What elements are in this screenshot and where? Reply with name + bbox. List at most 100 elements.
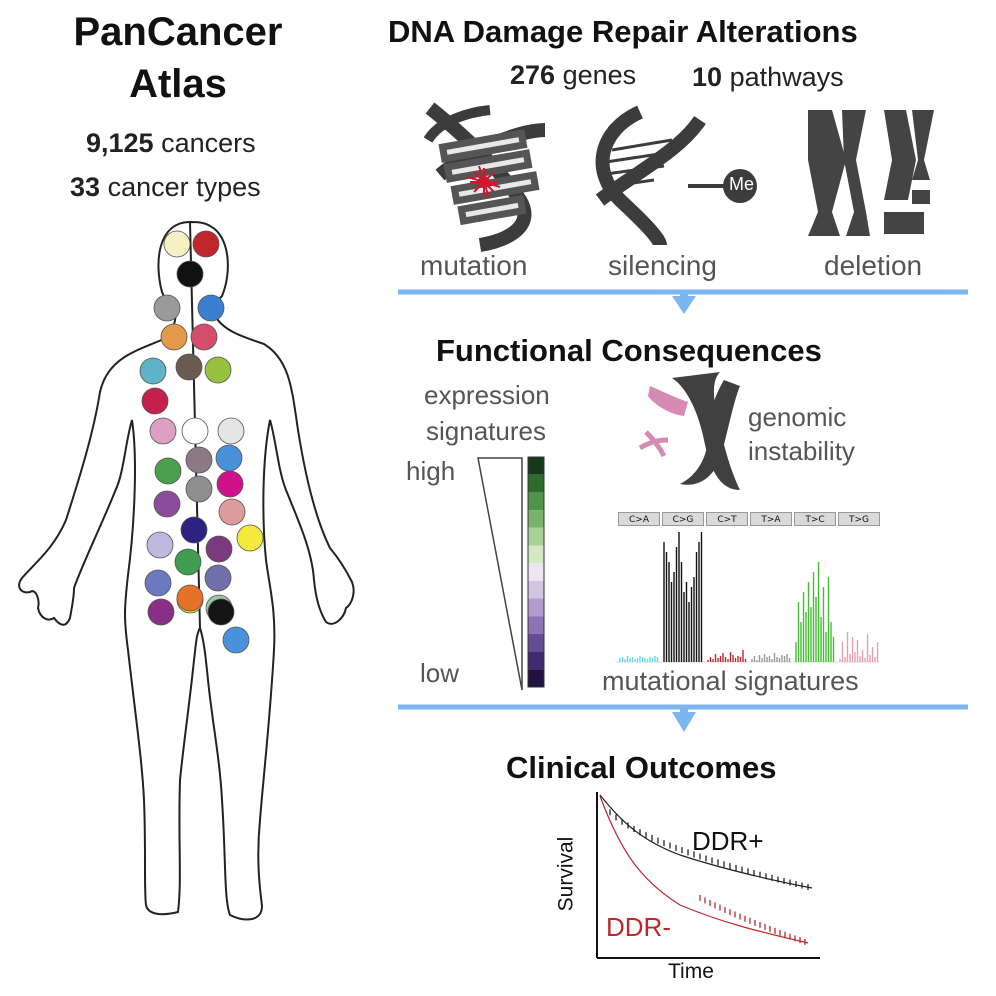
cancers-stat: 9,125 cancers bbox=[86, 128, 256, 159]
left-title-line1: PanCancer bbox=[73, 10, 283, 54]
cancer-type-dot bbox=[218, 498, 246, 526]
heatmap-cell bbox=[528, 492, 544, 511]
silencing-label: silencing bbox=[608, 250, 717, 281]
ddr-pos-label: DDR+ bbox=[692, 826, 764, 856]
cancer-type-dot bbox=[176, 260, 204, 288]
heatmap-cell bbox=[528, 669, 544, 687]
substitution-tag-ta: T>A bbox=[750, 512, 792, 526]
methyl-circle bbox=[723, 169, 757, 203]
genomic-label-line1: genomic bbox=[748, 402, 847, 432]
cancer-type-dot bbox=[197, 294, 225, 322]
down-arrow-icon bbox=[672, 712, 696, 732]
cancer-type-dot bbox=[153, 294, 181, 322]
cancer-type-dots bbox=[139, 230, 264, 654]
cancer-type-dot bbox=[160, 323, 188, 351]
heatmap-cell bbox=[528, 633, 544, 652]
deletion-label: deletion bbox=[824, 250, 923, 281]
cancer-type-dot bbox=[174, 548, 202, 576]
mutation-label: mutation bbox=[420, 250, 528, 281]
cancer-type-dot bbox=[153, 490, 181, 518]
cancer-type-dot bbox=[147, 598, 175, 626]
deletion-chromosome-icon bbox=[808, 110, 934, 236]
heatmap-cell bbox=[528, 474, 544, 493]
separator-2 bbox=[398, 704, 968, 732]
mutational-signature-bars bbox=[619, 532, 879, 662]
starburst-icon bbox=[467, 165, 501, 199]
time-axis-label: Time bbox=[668, 960, 714, 983]
cancer-type-dot bbox=[144, 569, 172, 597]
cancer-type-dot bbox=[176, 584, 204, 612]
genes-stat: 276 genes bbox=[510, 60, 636, 91]
functional-title: Functional Consequences bbox=[436, 333, 822, 368]
genes-count: 276 bbox=[510, 60, 556, 90]
cancer-type-dot bbox=[141, 387, 169, 415]
header-title: DNA Damage Repair Alterations bbox=[388, 14, 858, 49]
ddr-neg-label: DDR- bbox=[606, 912, 671, 942]
cancer-type-dot bbox=[163, 230, 191, 258]
cancer-type-dot bbox=[217, 417, 245, 445]
clinical-title: Clinical Outcomes bbox=[506, 750, 777, 785]
cancer-type-dot bbox=[192, 230, 220, 258]
methyl-tag: Me bbox=[729, 174, 755, 194]
types-label: cancer types bbox=[107, 172, 261, 202]
cancer-type-dot bbox=[236, 524, 264, 552]
heatmap-cell bbox=[528, 545, 544, 564]
cancer-type-dot bbox=[175, 353, 203, 381]
ddr-pos-curve bbox=[599, 794, 813, 889]
cancer-type-dot bbox=[205, 535, 233, 563]
low-label: low bbox=[420, 658, 460, 688]
genomic-instability-chromosome-icon bbox=[638, 372, 740, 490]
heatmap-border bbox=[527, 456, 545, 688]
heatmap-cell bbox=[528, 651, 544, 670]
expression-heatmap-bar bbox=[527, 456, 545, 688]
cancer-type-dot bbox=[149, 417, 177, 445]
heatmap-cell bbox=[528, 457, 544, 475]
separator-1 bbox=[398, 289, 968, 314]
mutation-dna-icon bbox=[423, 102, 546, 252]
expression-label-line1: expression bbox=[424, 380, 550, 410]
expression-gradient-triangle bbox=[477, 457, 523, 691]
pathways-stat: 10 pathways bbox=[692, 62, 844, 93]
heatmap-cell bbox=[528, 527, 544, 546]
heatmap-cell bbox=[528, 510, 544, 528]
survival-axis-label: Survival bbox=[554, 836, 578, 912]
silencing-dna-icon bbox=[595, 105, 757, 247]
heatmap-cell bbox=[528, 616, 544, 634]
heatmap-cell bbox=[528, 563, 544, 581]
cancer-type-dot bbox=[190, 323, 218, 351]
cancer-type-dot bbox=[154, 457, 182, 485]
expression-label-line2: signatures bbox=[426, 416, 546, 446]
substitution-tag-ct: C>T bbox=[706, 512, 748, 526]
heatmap-cell bbox=[528, 580, 544, 599]
ddr-neg-curve bbox=[599, 795, 809, 944]
survival-plot bbox=[596, 792, 820, 959]
types-count: 33 bbox=[70, 172, 101, 202]
cancer-type-dot bbox=[181, 417, 209, 445]
heatmap-cell bbox=[528, 598, 544, 617]
human-body-outline bbox=[18, 220, 355, 921]
cancer-type-dot bbox=[216, 470, 244, 498]
mutational-signatures-label: mutational signatures bbox=[602, 666, 859, 696]
down-arrow-icon bbox=[672, 296, 696, 314]
substitution-tag-tc: T>C bbox=[794, 512, 836, 526]
genes-label: genes bbox=[562, 60, 637, 90]
high-label: high bbox=[406, 456, 456, 486]
types-stat: 33 cancer types bbox=[70, 172, 261, 203]
cancer-type-dot bbox=[207, 598, 235, 626]
genomic-label-line2: instability bbox=[748, 436, 855, 466]
cancer-type-dot bbox=[146, 531, 174, 559]
cancer-type-dot bbox=[215, 444, 243, 472]
cancer-type-dot bbox=[185, 475, 213, 503]
cancer-type-dot bbox=[222, 626, 250, 654]
cancer-type-dot bbox=[180, 516, 208, 544]
substitution-tag-cg: C>G bbox=[662, 512, 704, 526]
pathways-count: 10 bbox=[692, 62, 723, 92]
cancer-type-dot bbox=[139, 357, 167, 385]
cancer-type-dot bbox=[185, 446, 213, 474]
cancers-label: cancers bbox=[161, 128, 256, 158]
pathways-label: pathways bbox=[729, 62, 844, 92]
left-title-line2: Atlas bbox=[129, 62, 227, 106]
substitution-tag-ca: C>A bbox=[618, 512, 660, 526]
cancer-type-dot bbox=[204, 356, 232, 384]
